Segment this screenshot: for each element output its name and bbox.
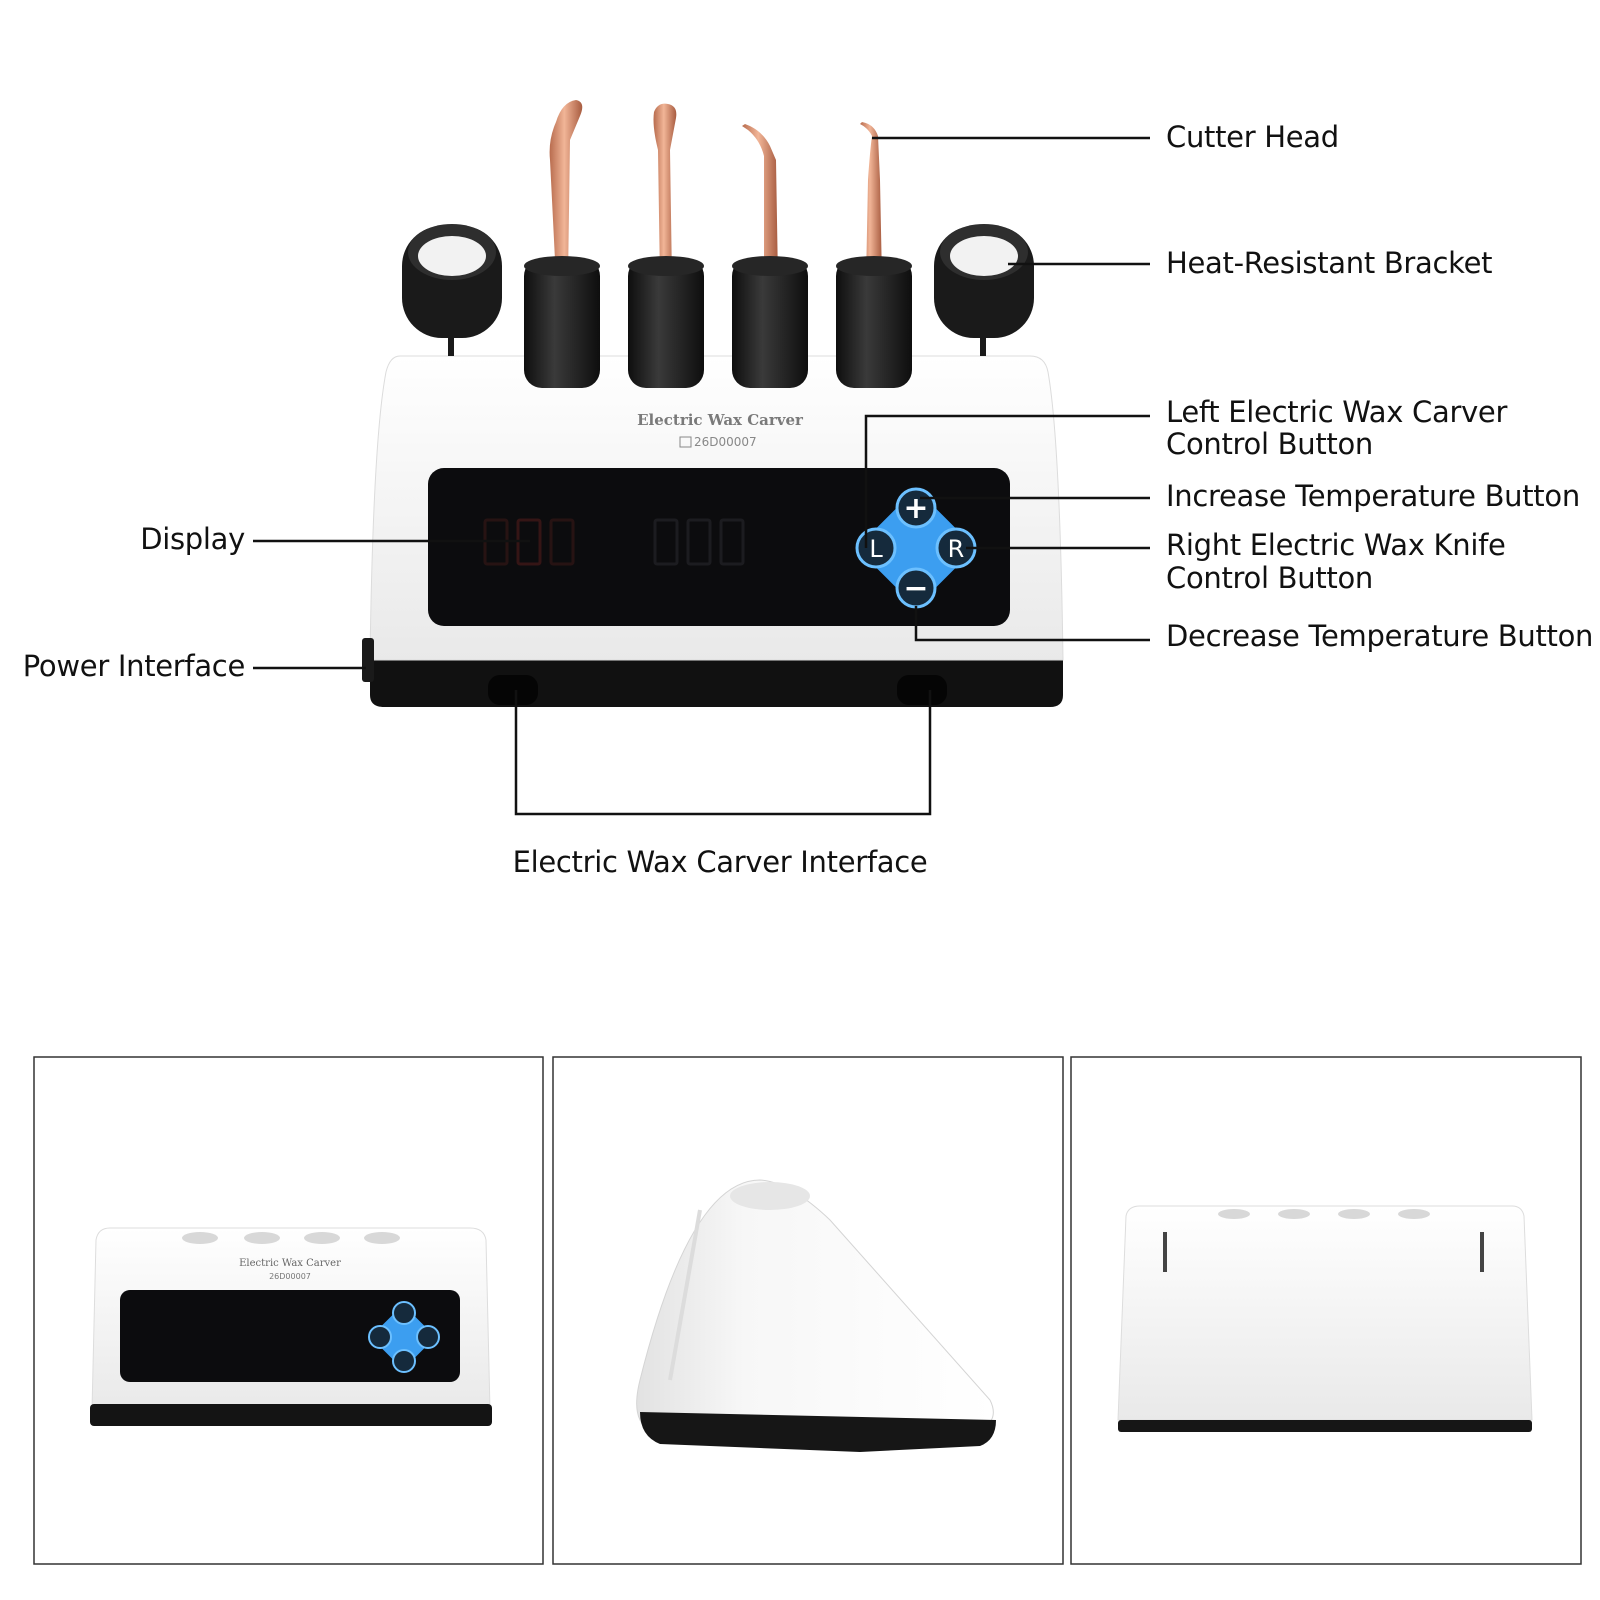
heat-resistant-bracket-right	[934, 224, 1034, 356]
cutter-tip-3	[742, 124, 778, 280]
left-glyph: L	[869, 535, 883, 563]
cutter-tips	[549, 100, 882, 281]
thumbnail-front: Electric Wax Carver 26D00007	[33, 1056, 544, 1565]
label-display: Display	[140, 522, 245, 556]
cutter-tip-2	[653, 103, 677, 281]
base-foot-right	[897, 675, 947, 705]
serial-text: 26D00007	[694, 435, 757, 449]
label-cutter-head: Cutter Head	[1166, 120, 1339, 154]
main-device: Electric Wax Carver 26D00007 + −	[362, 100, 1064, 707]
thumbnail-back	[1070, 1056, 1582, 1565]
power-port	[362, 638, 374, 682]
brand-text: Electric Wax Carver	[637, 411, 804, 429]
thumb-serial-text: 26D00007	[269, 1272, 311, 1281]
label-decrease-temperature: Decrease Temperature Button	[1166, 619, 1594, 653]
leader-decrease	[914, 606, 1150, 642]
thumbnail-side	[552, 1056, 1064, 1565]
leader-carver-interface	[514, 690, 932, 816]
plus-glyph: +	[903, 491, 928, 526]
control-pad: + − L R	[855, 487, 977, 609]
label-increase-temperature: Increase Temperature Button	[1166, 479, 1580, 513]
cutter-tip-4	[860, 122, 882, 280]
label-carver-interface: Electric Wax Carver Interface	[512, 845, 928, 879]
leader-left-button	[864, 414, 1150, 548]
label-left-control-line2: Control Button	[1166, 427, 1373, 461]
label-right-control-line2: Control Button	[1166, 561, 1373, 595]
device-base	[370, 648, 1063, 707]
label-power-interface: Power Interface	[22, 649, 246, 683]
display-panel	[428, 468, 1010, 626]
label-right-control-line1: Right Electric Wax Knife	[1166, 528, 1506, 562]
base-foot-left	[488, 675, 538, 705]
right-glyph: R	[948, 535, 965, 563]
leader-lines	[253, 136, 1150, 816]
cutter-tip-1	[549, 100, 583, 280]
display-digits	[483, 518, 745, 566]
minus-glyph: −	[903, 571, 928, 606]
label-left-control-line1: Left Electric Wax Carver	[1166, 395, 1508, 429]
label-heat-resistant-bracket: Heat-Resistant Bracket	[1166, 246, 1493, 280]
heat-resistant-bracket-left	[402, 224, 502, 356]
serial-icon	[679, 436, 692, 448]
tip-holders	[524, 256, 912, 388]
thumb-brand-text: Electric Wax Carver	[239, 1258, 341, 1269]
